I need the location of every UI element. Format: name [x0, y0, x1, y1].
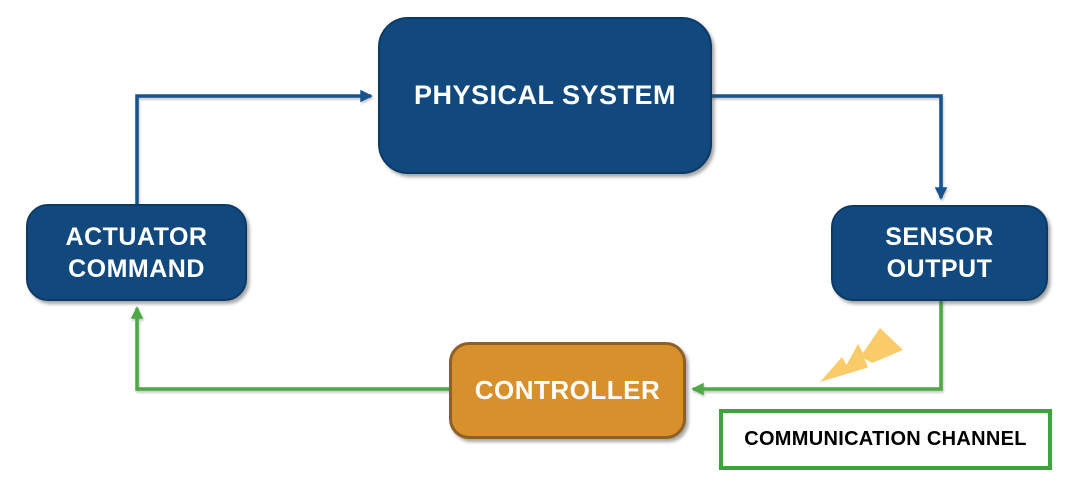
node-sensor-output: SENSOR OUTPUT: [831, 205, 1048, 301]
node-physical-system: PHYSICAL SYSTEM: [378, 17, 712, 174]
communication-channel-label: COMMUNICATION CHANNEL: [744, 428, 1027, 450]
arrow-actuator-to-physical: [135, 89, 373, 206]
arrow-physical-to-sensor: [709, 94, 948, 200]
lightning-bolt-icon: [820, 328, 903, 382]
node-physical-system-label: PHYSICAL SYSTEM: [413, 80, 677, 111]
arrow-controller-to-actuator: [130, 306, 451, 391]
node-controller: CONTROLLER: [449, 342, 686, 439]
communication-channel-box: COMMUNICATION CHANNEL: [719, 409, 1052, 470]
node-controller-label: CONTROLLER: [474, 374, 661, 405]
node-actuator-command-label: ACTUATOR COMMAND: [65, 222, 208, 283]
arrow-sensor-to-controller: [691, 299, 943, 396]
node-actuator-command: ACTUATOR COMMAND: [26, 204, 247, 301]
node-sensor-output-label: SENSOR OUTPUT: [885, 223, 994, 283]
